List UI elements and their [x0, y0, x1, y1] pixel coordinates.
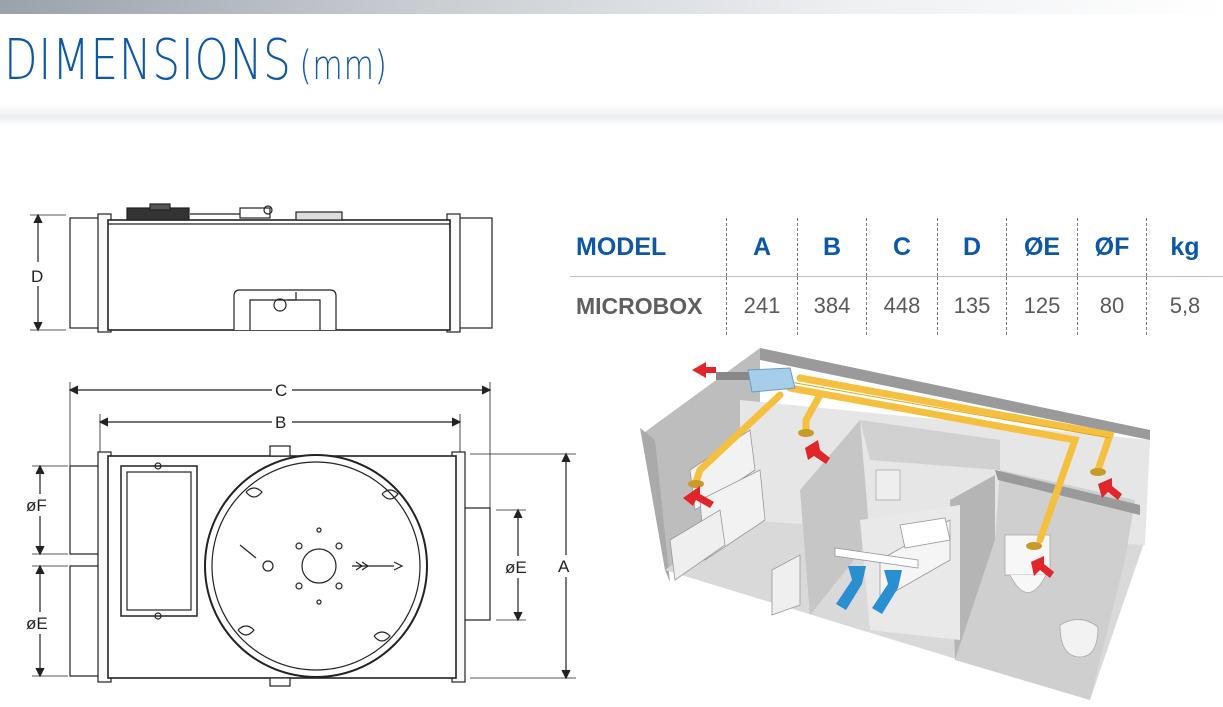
cell-c: 448	[866, 276, 938, 335]
dim-label-B: B	[275, 413, 286, 432]
page-title-text: DIMENSIONS	[4, 28, 292, 93]
page-title-unit: (mm)	[299, 43, 388, 89]
header-b: B	[797, 218, 867, 277]
header-of: ØF	[1077, 218, 1147, 277]
cell-d: 135	[937, 276, 1007, 335]
header-model: MODEL	[576, 232, 667, 261]
header-kg: kg	[1146, 218, 1223, 277]
header-a: A	[726, 218, 798, 277]
table-row: MICROBOX 241 384 448 135 125 80 5,8	[570, 276, 1223, 335]
cell-kg: 5,8	[1146, 276, 1223, 335]
dim-label-oE-left: øE	[26, 614, 48, 633]
spec-table-header-row: MODEL A B C D ØE ØF kg	[570, 218, 1223, 277]
cell-a: 241	[726, 276, 798, 335]
dim-label-oE-right: øE	[505, 558, 527, 577]
cell-b: 384	[797, 276, 867, 335]
dim-label-D: D	[31, 267, 43, 286]
cell-oe: 125	[1006, 276, 1078, 335]
cell-model: MICROBOX	[570, 276, 727, 335]
cell-of: 80	[1077, 276, 1147, 335]
house-installation-illustration	[640, 348, 1150, 700]
page-title: DIMENSIONS(mm)	[4, 28, 388, 93]
top-view-drawing	[24, 380, 577, 687]
side-view-drawing	[26, 203, 493, 333]
dim-label-A: A	[558, 557, 570, 576]
dim-label-oF: øF	[26, 496, 47, 515]
dim-label-C: C	[275, 381, 287, 400]
header-d: D	[937, 218, 1007, 277]
title-band	[0, 14, 1223, 126]
header-oe: ØE	[1006, 218, 1078, 277]
header-c: C	[866, 218, 938, 277]
header-gradient-bar	[0, 0, 1223, 14]
spec-table: MODEL A B C D ØE ØF kg MICROBOX 241 384 …	[570, 218, 1223, 335]
